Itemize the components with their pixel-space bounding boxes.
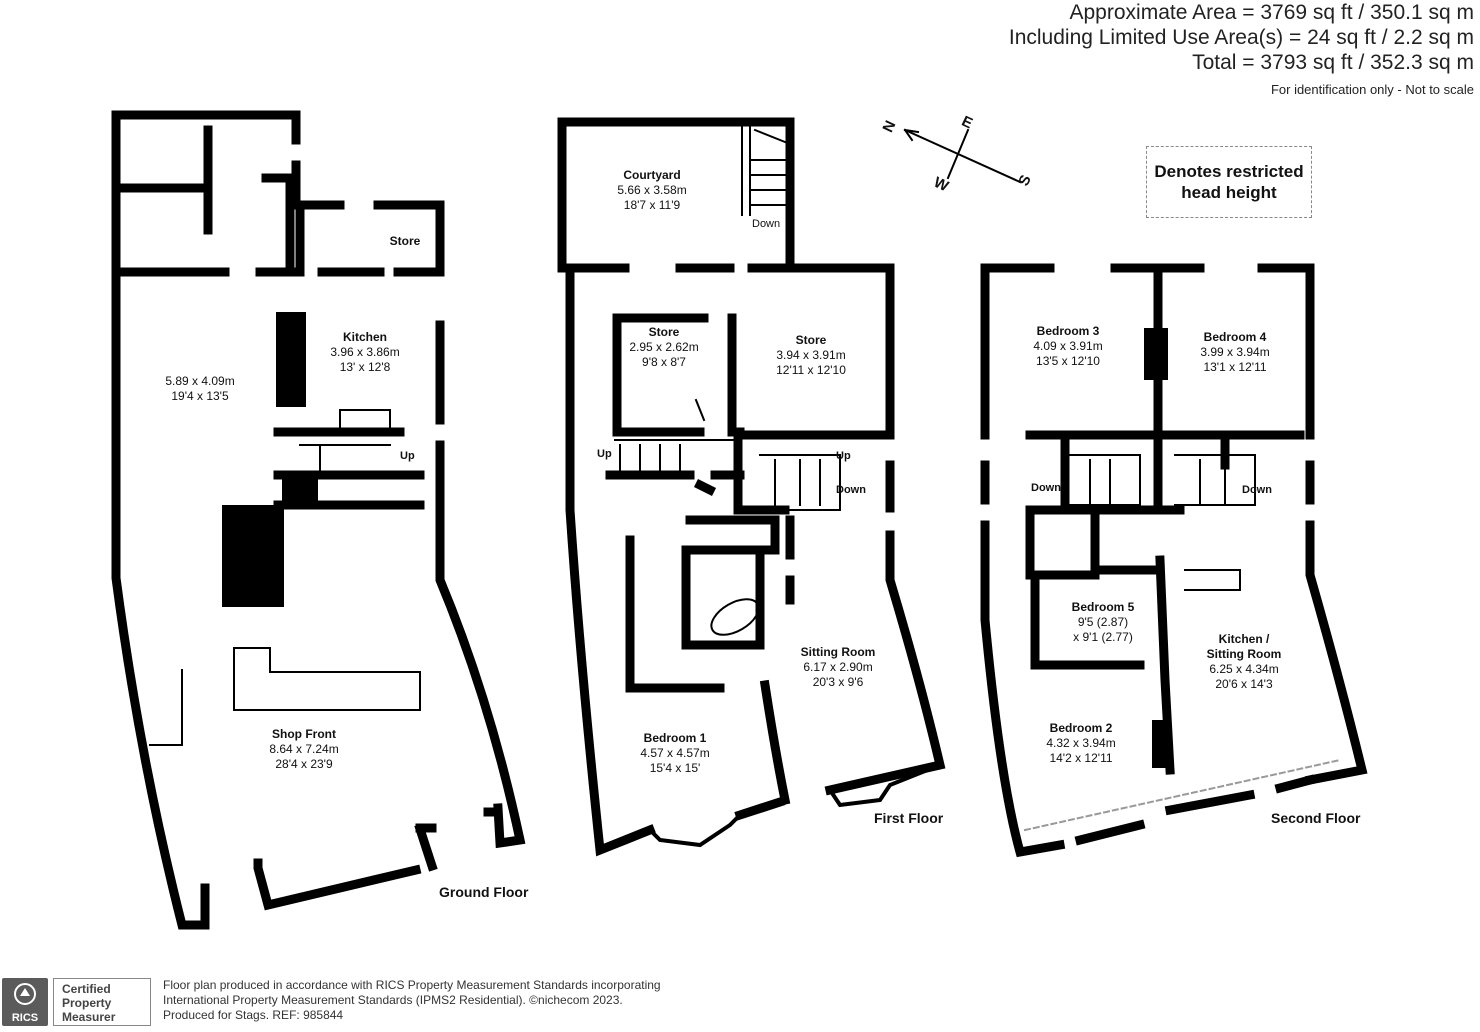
stair-up-ground: Up: [400, 450, 415, 462]
room-name: Bedroom 2: [1049, 721, 1113, 735]
room-name: Store: [648, 325, 680, 339]
legend-line-2: head height: [1181, 183, 1277, 202]
cert-line-3: Measurer: [62, 1010, 116, 1024]
room-dim-imperial: 13'1 x 12'11: [1203, 360, 1267, 374]
room-dim-metric: 4.32 x 3.94m: [1046, 736, 1116, 750]
room-dim-imperial: x 9'1 (2.77): [1073, 630, 1133, 644]
room-first-store-small: Store 2.95 x 2.62m 9'8 x 8'7: [629, 325, 698, 370]
room-dim-imperial: 18'7 x 11'9: [623, 198, 681, 212]
stair-up-first-left: Up: [597, 448, 612, 460]
rics-logo-text: RICS: [11, 1012, 39, 1024]
room-name: Store: [795, 333, 827, 347]
stair-down-first: Down: [836, 484, 866, 496]
room-bedroom-2: Bedroom 2 4.32 x 3.94m 14'2 x 12'11: [1046, 721, 1115, 766]
second-floor-thin: [1023, 454, 1342, 832]
cert-line-1: Certified: [62, 982, 111, 996]
disclaimer: For identification only - Not to scale: [1270, 82, 1474, 97]
room-dim-imperial: 13'5 x 12'10: [1036, 354, 1100, 368]
room-dim-metric: 3.99 x 3.94m: [1200, 345, 1270, 359]
room-dim-metric: 4.57 x 4.57m: [640, 746, 710, 760]
cert-line-2: Property: [62, 996, 112, 1010]
second-floor-walls: [980, 263, 1368, 858]
room-dim-metric: 2.95 x 2.62m: [629, 340, 699, 354]
room-shop-front: Shop Front 8.64 x 7.24m 28'4 x 23'9: [269, 727, 338, 772]
room-ground-store: Store: [390, 234, 421, 249]
room-name: Bedroom 5: [1071, 600, 1135, 614]
room-courtyard: Courtyard 5.66 x 3.58m 18'7 x 11'9: [617, 168, 686, 213]
floor-label-ground: Ground Floor: [439, 884, 529, 900]
room-bedroom-1: Bedroom 1 4.57 x 4.57m 15'4 x 15': [640, 731, 709, 776]
legend-line-1: Denotes restricted: [1154, 162, 1304, 181]
room-dim-imperial: 14'2 x 12'11: [1049, 751, 1113, 765]
room-dim-imperial: 20'3 x 9'6: [812, 675, 864, 689]
room-dim-metric: 8.64 x 7.24m: [269, 742, 339, 756]
room-dim-imperial: 12'11 x 12'10: [776, 363, 846, 377]
compass: [903, 128, 1022, 184]
ground-floor-thin: [149, 409, 421, 746]
room-name-2: Sitting Room: [1206, 647, 1282, 661]
stair-down-second-left: Down: [1031, 482, 1061, 494]
footer-notes: Floor plan produced in accordance with R…: [163, 978, 661, 1023]
first-floor-walls: [557, 117, 946, 857]
room-dim-metric: 6.25 x 4.34m: [1209, 662, 1279, 676]
room-dim-metric: 4.09 x 3.91m: [1033, 339, 1103, 353]
room-dim-imperial: 9'8 x 8'7: [642, 355, 686, 369]
room-bedroom-4: Bedroom 4 3.99 x 3.94m 13'1 x 12'11: [1200, 330, 1269, 375]
room-dim-metric: 6.17 x 2.90m: [803, 660, 873, 674]
floor-label-first: First Floor: [874, 810, 944, 826]
footer-line-1: Floor plan produced in accordance with R…: [163, 978, 661, 992]
area-total: Total = 3793 sq ft / 352.3 sq m: [1192, 51, 1474, 74]
rics-logo: RICS: [2, 978, 48, 1026]
room-name: Bedroom 1: [643, 731, 707, 745]
room-dim-metric: 5.66 x 3.58m: [617, 183, 687, 197]
room-dim-imperial: 13' x 12'8: [339, 360, 391, 374]
rics-badge: RICS Certified Property Measurer: [0, 978, 152, 1028]
footer-line-2: International Property Measurement Stand…: [163, 993, 623, 1007]
room-dim-metric: 9'5 (2.87): [1077, 615, 1129, 629]
room-dim-metric: 5.89 x 4.09m: [165, 374, 235, 388]
room-name: Bedroom 4: [1203, 330, 1267, 344]
area-approximate: Approximate Area = 3769 sq ft / 350.1 sq…: [1069, 1, 1475, 24]
room-bedroom-5: Bedroom 5 9'5 (2.87) x 9'1 (2.77): [1072, 600, 1135, 645]
ground-floor-walls: [111, 110, 526, 930]
room-dim-imperial: 19'4 x 13'5: [171, 389, 229, 403]
first-floor-thin: [609, 121, 841, 511]
area-limited-use: Including Limited Use Area(s) = 24 sq ft…: [1008, 26, 1474, 49]
stair-down-courtyard: Down: [752, 218, 781, 230]
rics-emblem-icon: [14, 983, 36, 1005]
room-dim-metric: 3.94 x 3.91m: [776, 348, 846, 362]
room-kitchen: Kitchen 3.96 x 3.86m 13' x 12'8: [330, 330, 399, 375]
room-name: Store: [389, 234, 421, 248]
room-dim-imperial: 20'6 x 14'3: [1215, 677, 1273, 691]
room-name: Courtyard: [623, 168, 681, 182]
room-name: Kitchen: [342, 330, 387, 344]
room-bedroom-3: Bedroom 3 4.09 x 3.91m 13'5 x 12'10: [1033, 324, 1102, 369]
room-dim-imperial: 28'4 x 23'9: [275, 757, 333, 771]
room-name: Sitting Room: [800, 645, 876, 659]
room-name: Bedroom 3: [1036, 324, 1100, 338]
room-kitchen-sitting: Kitchen / Sitting Room 6.25 x 4.34m 20'6…: [1207, 632, 1282, 692]
footer-line-3: Produced for Stags. REF: 985844: [163, 1008, 344, 1022]
room-name: Kitchen /: [1218, 632, 1270, 646]
room-name: Shop Front: [272, 727, 336, 741]
room-first-store-large: Store 3.94 x 3.91m 12'11 x 12'10: [776, 333, 846, 378]
restricted-height-legend: Denotes restricted head height: [1146, 146, 1312, 218]
stair-up-first-right: Up: [836, 450, 851, 462]
stair-down-second-right: Down: [1242, 484, 1272, 496]
room-dim-metric: 3.96 x 3.86m: [330, 345, 400, 359]
room-sitting-room: Sitting Room 6.17 x 2.90m 20'3 x 9'6: [801, 645, 876, 690]
room-ground-rear: 5.89 x 4.09m 19'4 x 13'5: [165, 374, 234, 404]
room-dim-imperial: 15'4 x 15': [649, 761, 701, 775]
certified-measurer-box: Certified Property Measurer: [53, 978, 151, 1026]
floor-label-second: Second Floor: [1271, 810, 1361, 826]
